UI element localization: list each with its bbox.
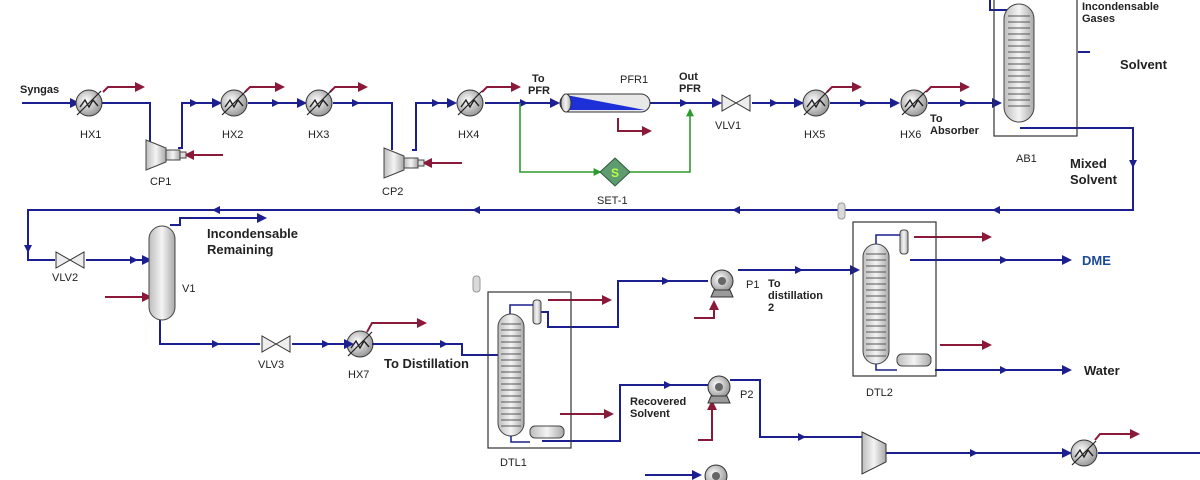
pump-p1[interactable] [710,269,734,298]
set1-block[interactable]: S [599,157,631,187]
label-hx3: HX3 [308,129,329,141]
label-incondensable-remaining-1: Incondensable [207,226,298,241]
label-hx2: HX2 [222,129,243,141]
label-p2: P2 [740,389,753,401]
heat-exchanger-hx6[interactable] [900,89,928,117]
label-incondensable-gases-1: Incondensable [1082,1,1159,13]
valve-vlv1[interactable] [721,94,751,112]
mixer[interactable] [861,431,887,475]
label-recovered-solvent-2: Solvent [630,408,670,420]
main-stream-row2 [159,213,1200,480]
label-to-distillation2-2: distillation [768,290,823,302]
label-set1: SET-1 [597,195,628,207]
label-vlv1: VLV1 [715,120,741,132]
label-hx1: HX1 [80,129,101,141]
label-mixed-solvent-1: Mixed [1070,156,1107,171]
label-incondensable-gases-2: Gases [1082,13,1115,25]
label-hx5: HX5 [804,129,825,141]
heat-exchanger-hx8-partial[interactable] [1070,439,1098,467]
label-solvent: Solvent [1120,57,1168,72]
label-vlv3: VLV3 [258,359,284,371]
label-vlv2: VLV2 [52,272,78,284]
label-pfr1: PFR1 [620,74,648,86]
heat-exchanger-hx2[interactable] [220,89,248,117]
label-recovered-solvent-1: Recovered [630,396,686,408]
label-dtl1: DTL1 [500,457,527,469]
column-dtl2[interactable] [852,221,937,377]
label-water: Water [1084,363,1120,378]
label-hx6: HX6 [900,129,921,141]
pump-p3-partial[interactable] [704,464,728,480]
heat-exchanger-hx4[interactable] [456,89,484,117]
energy-streams-row2 [105,232,1140,441]
main-stream-row1 [22,0,1134,265]
valve-vlv2[interactable] [55,251,85,269]
heat-exchanger-hx5[interactable] [802,89,830,117]
label-cp2: CP2 [382,186,403,198]
label-to-distillation: To Distillation [384,356,469,371]
label-out-pfr-1: Out [679,71,698,83]
label-to-absorber-2: Absorber [930,125,980,137]
reactor-pfr1[interactable] [559,93,651,113]
valve-vlv3[interactable] [261,335,291,353]
label-out-pfr-2: PFR [679,83,701,95]
label-to-pfr-2: PFR [528,85,550,97]
heat-exchanger-hx1[interactable] [75,89,103,117]
scroll-marker[interactable] [472,202,846,293]
compressor-cp1[interactable] [145,139,187,171]
flow-arrows-row1 [24,99,1137,253]
flow-arrows-row2 [130,256,1008,457]
absorber-ab1[interactable] [993,0,1078,137]
label-to-distillation2-1: To [768,278,781,290]
label-dme: DME [1082,253,1111,268]
label-hx4: HX4 [458,129,479,141]
pump-p2[interactable] [707,375,731,404]
label-p1: P1 [746,279,759,291]
label-v1: V1 [182,283,195,295]
column-dtl1[interactable] [487,291,572,449]
compressor-cp2[interactable] [383,147,425,179]
label-incondensable-remaining-2: Remaining [207,242,274,257]
label-syngas: Syngas [20,84,59,96]
flash-drum-v1[interactable] [148,225,176,321]
label-to-absorber-1: To [930,113,943,125]
labels: Syngas HX1 CP1 HX2 HX3 CP2 HX4 To PFR PF… [20,1,1168,469]
label-to-distillation2-3: 2 [768,302,774,314]
label-mixed-solvent-2: Solvent [1070,172,1118,187]
label-to-pfr-1: To [532,73,545,85]
set1-symbol-text: S [611,166,619,180]
label-ab1: AB1 [1016,153,1037,165]
set1-control-loop [519,103,694,176]
label-cp1: CP1 [150,176,171,188]
heat-exchanger-hx3[interactable] [305,89,333,117]
energy-streams-row1 [102,82,970,168]
label-hx7: HX7 [348,369,369,381]
label-dtl2: DTL2 [866,387,893,399]
